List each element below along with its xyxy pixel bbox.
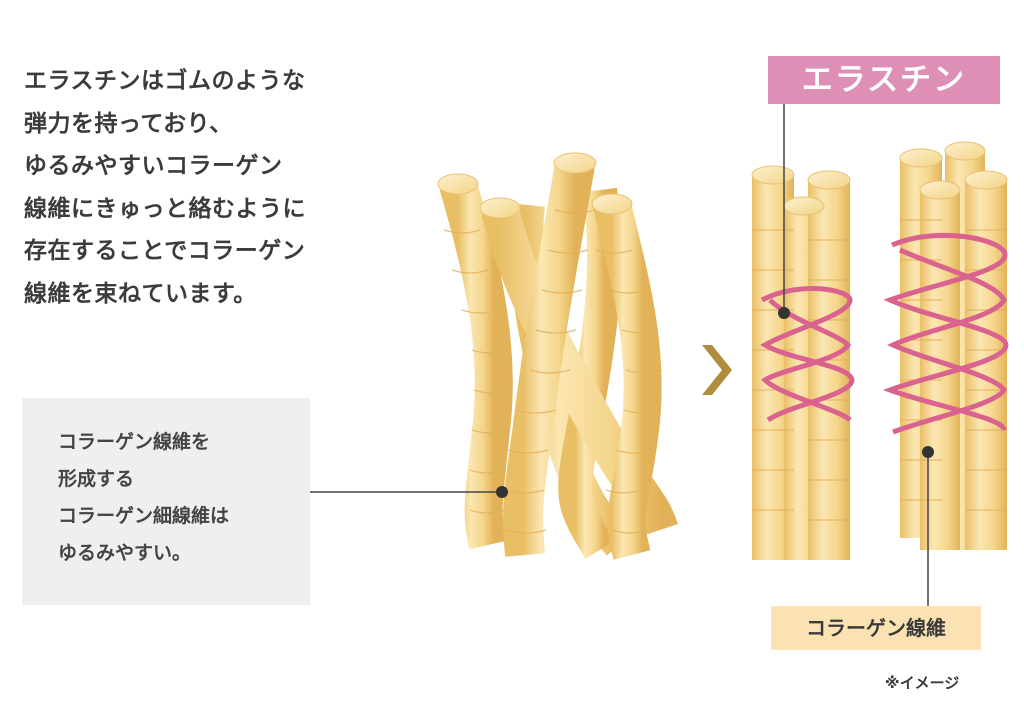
note-text: コラーゲン線維を 形成する コラーゲン細線維は ゆるみやすい。 <box>58 424 229 572</box>
intro-line: ゆるみやすいコラーゲン <box>24 153 283 179</box>
fibril <box>593 200 662 560</box>
intro-line: エラスチンはゴムのような <box>24 68 306 94</box>
chevron-right-icon <box>702 345 732 395</box>
note-line: 形成する <box>58 468 135 490</box>
collagen-fiber-label: コラーゲン線維 <box>771 606 981 650</box>
note-line: ゆるみやすい。 <box>58 542 192 564</box>
note-line: コラーゲン細線維は <box>58 505 230 527</box>
intro-text: エラスチンはゴムのような 弾力を持っており、 ゆるみやすいコラーゲン 線維にきゅ… <box>24 60 404 315</box>
collagen-leader-dot <box>922 446 934 458</box>
note-leader-dot <box>496 486 508 498</box>
bundled-fiber-left <box>751 165 855 560</box>
bundled-fiber-right <box>882 141 1009 550</box>
intro-line: 線維にきゅっと絡むように <box>24 195 306 222</box>
loose-fibril-bundle <box>437 152 679 560</box>
intro-line: 弾力を持っており、 <box>24 110 233 137</box>
fibril <box>503 161 595 557</box>
intro-line: 線維を束ねています。 <box>24 280 257 307</box>
fibril <box>481 205 679 537</box>
elastin-leader-dot <box>778 307 790 319</box>
elastin-label: エラスチン <box>768 56 1000 104</box>
note-line: コラーゲン線維を <box>58 431 211 453</box>
note-box <box>22 398 310 605</box>
image-note: ※イメージ <box>885 674 960 692</box>
intro-line: 存在することでコラーゲン <box>24 238 306 264</box>
